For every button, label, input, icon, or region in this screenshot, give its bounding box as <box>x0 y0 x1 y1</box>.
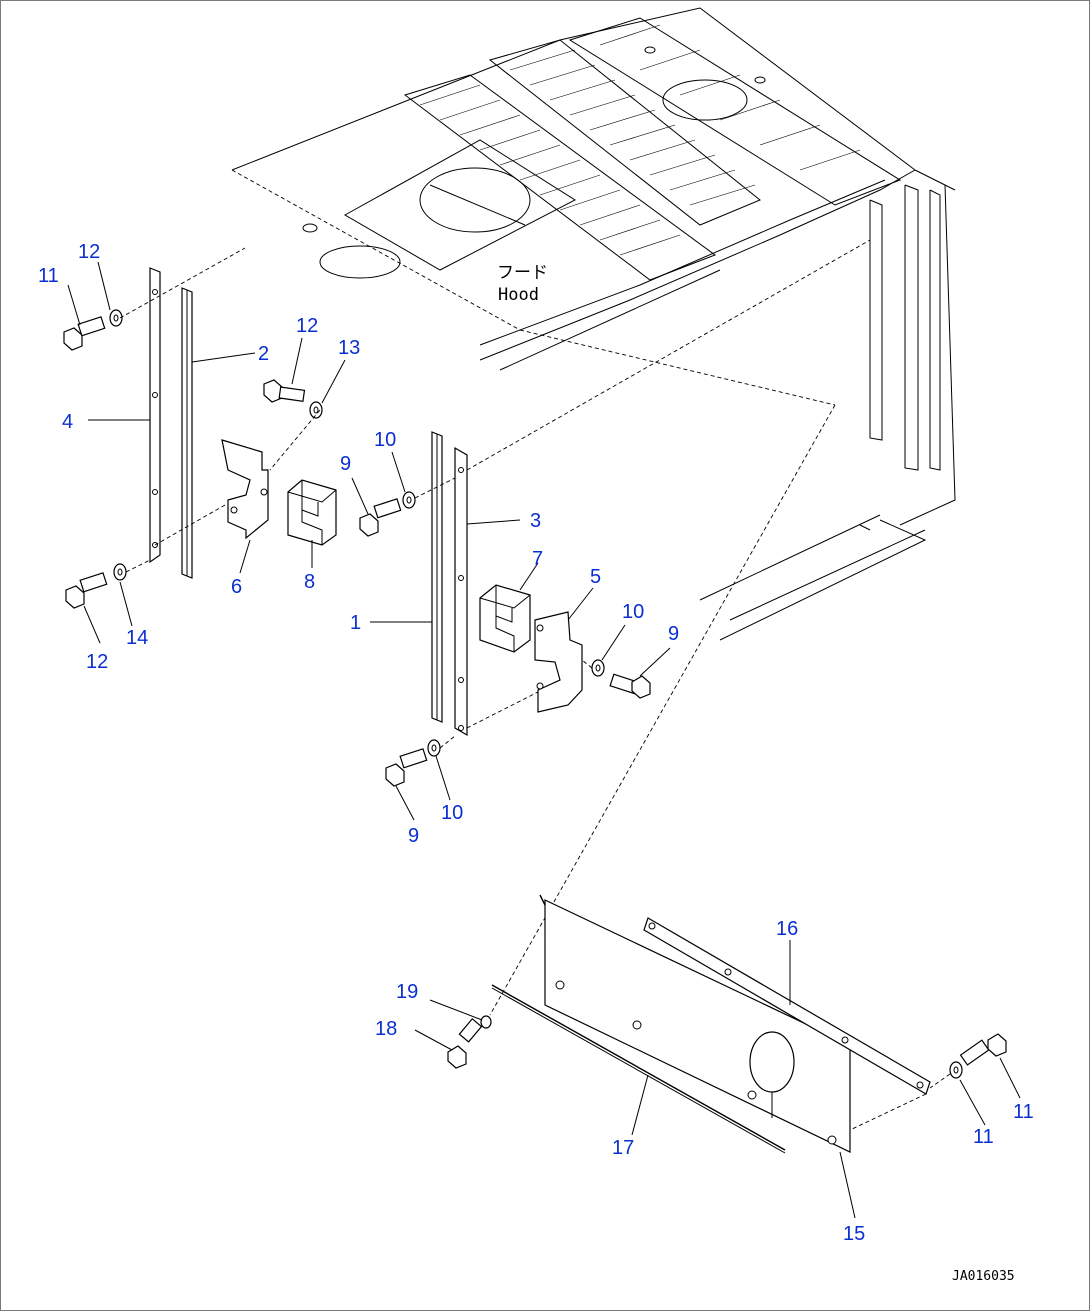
part-3-plate <box>454 446 468 737</box>
callout-1: 1 <box>350 612 361 634</box>
callout-16: 11 <box>1013 1101 1034 1123</box>
callout-labels: 11 12 2 4 12 13 6 8 12 14 9 10 3 7 5 1 1… <box>38 241 1034 1245</box>
callout-9-lower: 9 <box>408 825 419 847</box>
leader-lines <box>67 261 1021 1219</box>
hood-label-en: Hood <box>498 285 539 305</box>
callout-10-upper: 10 <box>374 429 396 451</box>
part-13-plate <box>544 899 851 1153</box>
callout-10-right: 10 <box>622 601 644 623</box>
callout-2: 2 <box>258 343 269 365</box>
callout-11-top: 11 <box>38 265 59 287</box>
callout-6: 6 <box>231 576 242 598</box>
callout-4: 4 <box>62 411 73 433</box>
callout-13: 15 <box>843 1223 865 1245</box>
callout-17: 11 <box>973 1126 994 1148</box>
hood-assembly: フード Hood <box>231 7 956 641</box>
callout-12-bottom: 14 <box>126 627 148 649</box>
part-4-plate <box>149 267 161 564</box>
bolt-11-bottom <box>65 572 108 609</box>
callout-15: 17 <box>612 1137 634 1159</box>
callout-5: 5 <box>590 566 601 588</box>
drawing-code: JA016035 <box>952 1269 1015 1284</box>
callout-18: 18 <box>375 1018 397 1040</box>
washer-12-top <box>109 309 123 327</box>
callout-3: 3 <box>530 510 541 532</box>
washer-10-upper <box>402 491 416 509</box>
hood-label-jp: フード <box>497 263 548 283</box>
part-8-block <box>287 479 337 546</box>
callout-12-top: 12 <box>78 241 100 263</box>
washer-12-mid <box>309 401 323 419</box>
part-6-bracket <box>221 439 269 540</box>
part-2-seal <box>181 287 193 579</box>
bolt-16 <box>959 1033 1007 1066</box>
bolt-9-lower <box>385 748 428 787</box>
callout-11-bottom: 12 <box>86 651 108 673</box>
callout-7: 7 <box>532 548 543 570</box>
bolt-18 <box>447 1017 483 1069</box>
callout-8: 8 <box>304 571 315 593</box>
callout-12-mid: 13 <box>338 337 360 359</box>
callout-19: 19 <box>396 981 418 1003</box>
callout-10-lower: 10 <box>441 802 463 824</box>
bolt-9-right <box>609 673 651 699</box>
bolt-11-mid <box>263 379 306 403</box>
washer-10-lower <box>427 739 441 757</box>
bolt-11-top <box>63 316 106 351</box>
callout-9-upper: 9 <box>340 453 351 475</box>
callout-11-mid: 12 <box>296 315 318 337</box>
part-7-block <box>479 584 531 653</box>
washer-19 <box>480 1015 492 1029</box>
bolt-9-upper <box>359 498 402 537</box>
part-15-strip <box>491 984 786 1154</box>
part-1-seal <box>431 431 443 723</box>
washer-12-bottom <box>113 563 127 581</box>
callout-9-right: 9 <box>668 623 679 645</box>
callout-14: 16 <box>776 918 798 940</box>
washer-10-right <box>591 659 605 677</box>
washer-17 <box>949 1061 963 1079</box>
part-5-bracket <box>534 611 583 713</box>
